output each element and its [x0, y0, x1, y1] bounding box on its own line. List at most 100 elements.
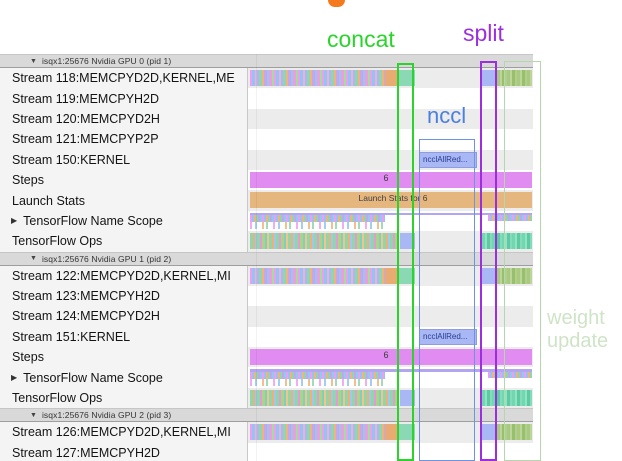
row-filler — [533, 149, 622, 170]
row-track[interactable]: 6 — [248, 169, 533, 191]
trace-event-ops-split[interactable] — [400, 233, 415, 250]
trace-row: ▶ TensorFlow Name Scope — [0, 210, 622, 232]
row-track[interactable] — [248, 442, 533, 461]
row-label[interactable]: ▶ TensorFlow Name Scope — [0, 210, 248, 232]
split-annotation-label: split — [463, 20, 504, 46]
row-label-text: TensorFlow Name Scope — [23, 213, 163, 228]
row-track[interactable] — [248, 306, 533, 327]
row-track[interactable]: ncclAllRed... — [248, 326, 533, 348]
trace-row: Stream 150:KERNEL ncclAllRed... — [0, 149, 622, 170]
trace-event-kernel-stripes[interactable] — [250, 70, 385, 86]
row-track[interactable] — [248, 285, 533, 307]
row-label[interactable]: Stream 127:MEMCPYH2D — [0, 442, 248, 461]
trace-row: Stream 127:MEMCPYH2D — [0, 442, 622, 461]
row-label[interactable]: Stream 151:KERNEL — [0, 326, 248, 348]
row-track[interactable] — [248, 108, 533, 130]
row-filler — [533, 68, 622, 89]
row-filler — [533, 285, 622, 307]
row-label[interactable]: Stream 121:MEMCPYP2P — [0, 129, 248, 150]
section-header[interactable]: ▼isqx1:25676 Nvidia GPU 2 (pid 3) — [0, 408, 533, 423]
row-label[interactable]: Stream 126:MEMCPYD2D,KERNEL,MI — [0, 422, 248, 443]
row-label[interactable]: Stream 118:MEMCPYD2D,KERNEL,ME — [0, 68, 248, 89]
launch-stats-bar[interactable] — [250, 192, 532, 209]
trace-event-concat[interactable] — [399, 70, 415, 86]
row-track[interactable] — [248, 129, 533, 150]
row-label[interactable]: Stream 123:MEMCPYH2D — [0, 285, 248, 307]
trace-event-orange[interactable] — [385, 70, 398, 86]
row-filler — [533, 108, 622, 130]
trace-event-split[interactable] — [482, 267, 496, 284]
row-label-text: Stream 119:MEMCPYH2D — [12, 91, 160, 106]
row-track[interactable] — [248, 88, 533, 109]
row-filler — [533, 129, 622, 150]
row-label[interactable]: Stream 120:MEMCPYD2H — [0, 108, 248, 130]
row-label[interactable]: Stream 124:MEMCPYD2H — [0, 306, 248, 327]
row-label[interactable]: Steps — [0, 347, 248, 368]
trace-row: TensorFlow Ops — [0, 231, 622, 252]
trace-event-weight-update-stripes[interactable] — [497, 70, 532, 86]
row-label-text: Stream 127:MEMCPYH2D — [12, 445, 160, 460]
row-track[interactable] — [248, 387, 533, 409]
row-label[interactable]: TensorFlow Ops — [0, 387, 248, 409]
row-track[interactable]: ncclAllRed... — [248, 149, 533, 170]
row-label[interactable]: Launch Stats — [0, 190, 248, 211]
trace-event-ops-split[interactable] — [400, 389, 415, 406]
row-track[interactable] — [248, 210, 533, 232]
section-header[interactable]: ▼isqx1:25676 Nvidia GPU 1 (pid 2) — [0, 251, 533, 266]
row-filler — [533, 265, 622, 286]
trace-event-weight-update-stripes[interactable] — [497, 267, 532, 284]
row-track[interactable] — [248, 367, 533, 388]
nccl-annotation-label: nccl — [427, 103, 467, 128]
trace-event-concat[interactable] — [399, 424, 415, 441]
trace-event-kernel-stripes[interactable] — [250, 267, 385, 284]
trace-row: Stream 120:MEMCPYD2H — [0, 108, 622, 130]
nccl-event-label: ncclAllRed... — [423, 332, 468, 342]
section-header[interactable]: ▼isqx1:25676 Nvidia GPU 0 (pid 1) — [0, 54, 533, 68]
trace-event-ops-stripes[interactable] — [250, 233, 399, 250]
namescope-ticks-right[interactable] — [488, 215, 532, 222]
steps-bar[interactable] — [250, 349, 532, 366]
expand-icon[interactable]: ▶ — [11, 216, 18, 226]
namescope-ticks[interactable] — [250, 371, 385, 379]
row-track[interactable] — [248, 422, 533, 443]
section-header-label: isqx1:25676 Nvidia GPU 2 (pid 3) — [41, 410, 172, 421]
row-label[interactable]: Stream 122:MEMCPYD2D,KERNEL,MI — [0, 265, 248, 286]
namescope-ticks[interactable] — [250, 215, 385, 223]
trace-event-orange[interactable] — [385, 267, 398, 284]
namescope-ticks[interactable] — [250, 222, 385, 230]
row-label[interactable]: ▶TensorFlow Name Scope — [0, 367, 248, 388]
namescope-ticks[interactable] — [250, 378, 385, 386]
row-label-text: Stream 150:KERNEL — [12, 152, 131, 167]
trace-event-ops-right-stripes[interactable] — [482, 233, 532, 250]
steps-bar[interactable] — [250, 171, 532, 188]
row-track[interactable] — [248, 231, 533, 252]
concat-annotation-label: concat — [327, 26, 395, 52]
row-label-text: Stream 126:MEMCPYD2D,KERNEL,MI — [12, 425, 231, 440]
row-label[interactable]: Stream 119:MEMCPYH2D — [0, 88, 248, 109]
expand-icon[interactable]: ▶ — [11, 373, 18, 383]
section-header-label: isqx1:25676 Nvidia GPU 0 (pid 1) — [41, 56, 172, 66]
row-label[interactable]: TensorFlow Ops — [0, 231, 248, 252]
trace-event-weight-update-stripes[interactable] — [497, 424, 532, 441]
trace-event-orange[interactable] — [385, 424, 398, 441]
row-filler — [533, 306, 622, 327]
trace-event-ops-right-stripes[interactable] — [482, 389, 532, 406]
trace-event-concat[interactable] — [399, 267, 415, 284]
trace-event-nccl-allreduce[interactable]: ncclAllRed... — [419, 328, 477, 345]
row-track[interactable] — [248, 68, 533, 89]
row-track[interactable] — [248, 265, 533, 286]
trace-event-split[interactable] — [482, 70, 496, 86]
row-filler — [533, 387, 622, 409]
row-track[interactable]: Launch Stats for 6 — [248, 190, 533, 211]
row-filler — [533, 190, 622, 211]
namescope-ticks-right[interactable] — [488, 371, 532, 378]
row-label[interactable]: Steps — [0, 169, 248, 191]
orange-marker-icon — [328, 0, 345, 7]
row-label-text: Stream 151:KERNEL — [12, 329, 131, 344]
trace-row: Stream 119:MEMCPYH2D — [0, 88, 622, 109]
trace-event-ops-stripes[interactable] — [250, 389, 399, 406]
trace-event-split[interactable] — [482, 424, 496, 441]
trace-event-kernel-stripes[interactable] — [250, 424, 385, 441]
row-track[interactable]: 6 — [248, 347, 533, 368]
row-label[interactable]: Stream 150:KERNEL — [0, 149, 248, 170]
